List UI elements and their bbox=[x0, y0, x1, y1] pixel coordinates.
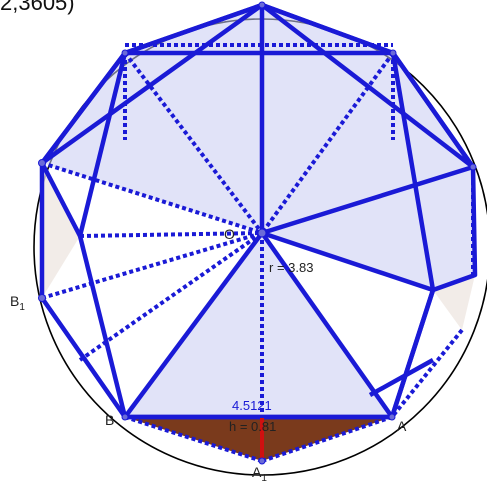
label-chord-length: 4.5121 bbox=[232, 398, 272, 413]
label-point-b: B bbox=[105, 412, 115, 428]
label-apothem: h = 0.81 bbox=[229, 419, 277, 434]
light-faces bbox=[42, 163, 475, 330]
label-point-a: A bbox=[397, 418, 407, 434]
label-point-b1-base: B bbox=[10, 293, 20, 309]
label-radius: r = 3.83 bbox=[269, 260, 314, 275]
vertices bbox=[38, 1, 477, 465]
label-point-a1-base: A bbox=[252, 464, 262, 480]
label-point-b1: B1 bbox=[10, 293, 25, 313]
label-center-o: O bbox=[224, 226, 235, 242]
shaded-faces bbox=[42, 5, 475, 417]
label-point-a1: A1 bbox=[252, 464, 267, 484]
label-point-b1-sub: 1 bbox=[19, 301, 25, 313]
circular-segment bbox=[125, 417, 392, 461]
header-title-fragment: 2,3605) bbox=[0, 0, 75, 15]
label-point-a1-sub: 1 bbox=[261, 472, 267, 484]
